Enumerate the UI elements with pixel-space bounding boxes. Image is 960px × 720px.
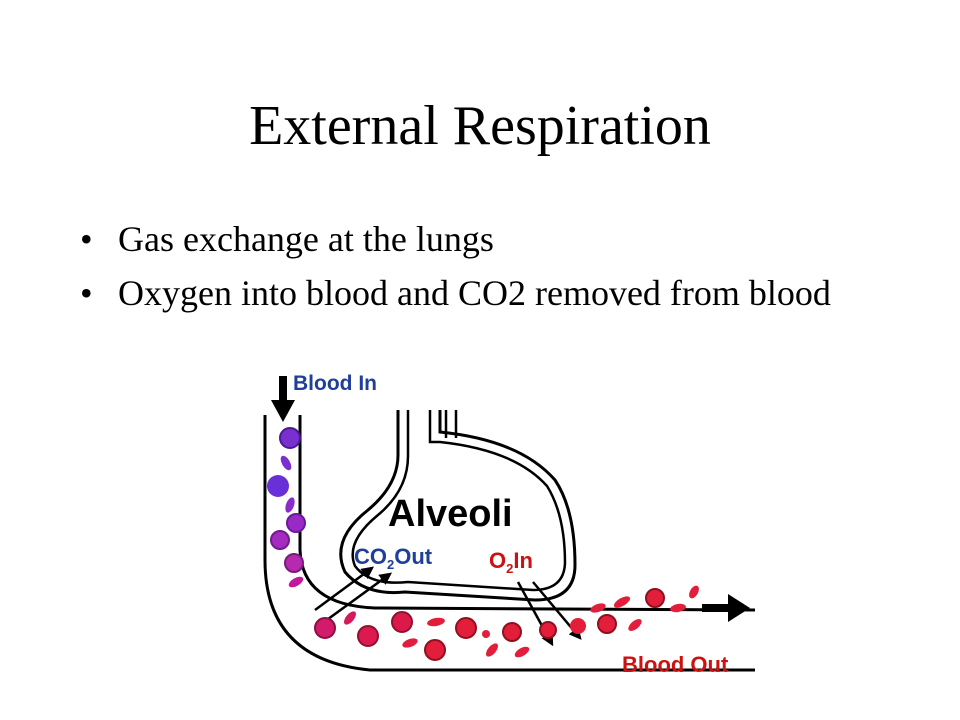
bullet-list: • Gas exchange at the lungs • Oxygen int… (80, 218, 880, 326)
blood-cell (514, 646, 530, 658)
blood-cell (645, 588, 665, 608)
co2-out-suffix: Out (394, 544, 433, 569)
blood-cell (590, 603, 606, 613)
blood-cell (270, 530, 290, 550)
bullet-text: Gas exchange at the lungs (118, 219, 494, 259)
co2-arrow-icon (314, 566, 393, 624)
blood-cell (455, 617, 477, 639)
alveolus-wall-inner (351, 410, 567, 592)
blood-cell (280, 455, 292, 471)
blood-out-label: Blood Out (622, 652, 729, 677)
bullet-dot-icon: • (80, 273, 93, 313)
alveolus-wall-outer (339, 410, 577, 602)
blood-cell (689, 585, 699, 599)
co2-out-subscript: 2 (387, 557, 394, 572)
blood-cell (402, 638, 418, 648)
alveoli-label: Alveoli (388, 493, 513, 535)
down-arrow-icon (271, 376, 295, 422)
blood-cell (357, 625, 379, 647)
blood-cell (628, 619, 642, 631)
blood-cell (539, 621, 557, 639)
bullet-item: • Oxygen into blood and CO2 removed from… (80, 272, 880, 314)
blood-cell (344, 611, 356, 625)
blood-cell (597, 614, 617, 634)
blood-cells (267, 427, 699, 661)
blood-cell (284, 553, 304, 573)
o2-in-label: O2In (489, 548, 533, 576)
blood-cell (670, 603, 686, 613)
blood-cell (482, 630, 490, 638)
o2-in-suffix: In (513, 548, 533, 573)
blood-cell (279, 427, 301, 449)
co2-out-label: CO2Out (354, 544, 433, 572)
slide-title: External Respiration (249, 95, 711, 157)
right-arrow-icon (702, 594, 750, 622)
blood-cell (424, 639, 446, 661)
blood-cell (288, 576, 304, 588)
blood-in-label: Blood In (293, 372, 377, 395)
blood-cell (286, 513, 306, 533)
co2-out-prefix: CO (354, 544, 387, 569)
blood-cell (613, 596, 631, 608)
blood-cell (314, 617, 336, 639)
bullet-dot-icon: • (80, 219, 93, 259)
blood-cell (502, 622, 522, 642)
blood-cell (570, 618, 586, 634)
bullet-text: Oxygen into blood and CO2 removed from b… (118, 273, 831, 313)
vessel-outer-wall (263, 415, 755, 672)
o2-in-prefix: O (489, 548, 506, 573)
blood-cell (486, 643, 498, 657)
bullet-item: • Gas exchange at the lungs (80, 218, 880, 260)
vessel-inner-wall (298, 415, 756, 612)
blood-cell (285, 497, 295, 513)
blood-cell (391, 611, 413, 633)
blood-cell (267, 475, 289, 497)
alveoli-diagram: Blood In Alveoli CO2Out O2In Blood Out (263, 372, 756, 677)
blood-cell (427, 617, 445, 627)
o2-in-subscript: 2 (506, 561, 513, 576)
alveolus-neck-right (444, 410, 458, 438)
